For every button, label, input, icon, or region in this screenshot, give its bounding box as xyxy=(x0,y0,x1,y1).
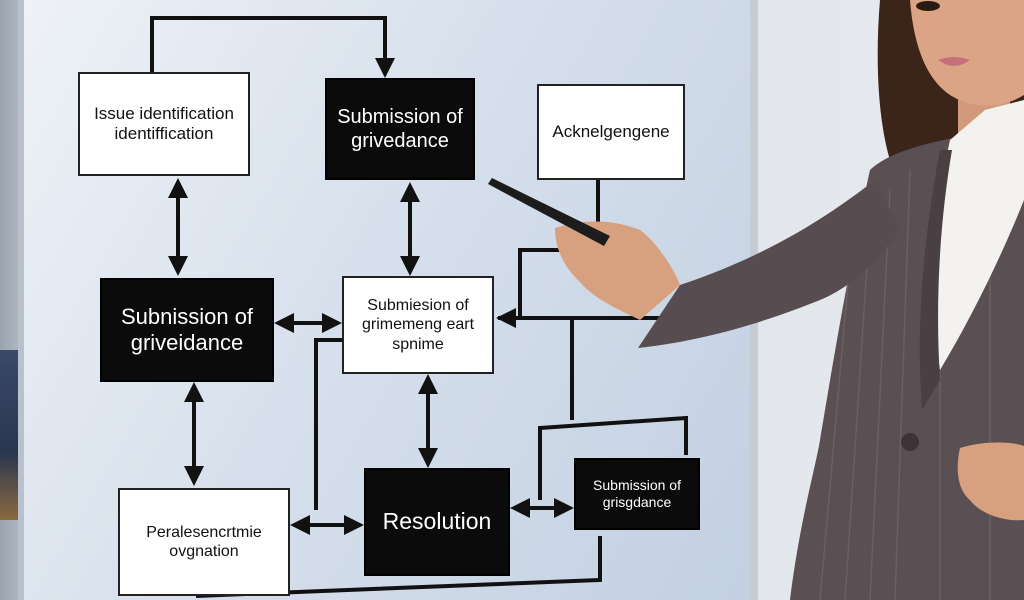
presenter xyxy=(488,0,1024,600)
node-submid-line2: grimemeng eart xyxy=(361,316,475,334)
presenter-button xyxy=(901,433,919,451)
node-perf-line1: Peralesencrtmie xyxy=(146,523,262,541)
node-performance: Peralesencrtmie ovgnation xyxy=(118,488,290,596)
node-subright-line1: Submission of xyxy=(593,477,681,494)
node-res-line1: Resolution xyxy=(382,508,492,535)
node-submission-right: Submission of grisgdance xyxy=(574,458,700,530)
node-subtop-line1: Submission of xyxy=(337,106,463,128)
node-acknowledgement: Acknelgengene xyxy=(537,84,685,180)
pen-pointer-icon xyxy=(488,178,610,246)
node-subtop-line2: grivedance xyxy=(351,130,449,152)
node-perf-line2: ovgnation xyxy=(169,543,239,560)
node-submid-line3: spnime xyxy=(392,335,444,353)
presenter-face xyxy=(910,0,1024,106)
presenter-arm xyxy=(638,180,900,348)
presenter-hip-hand xyxy=(957,442,1024,521)
connector-top-loop xyxy=(150,16,395,78)
connector-left-loop xyxy=(314,338,344,510)
connector-bottom-return xyxy=(195,536,602,598)
presenter-shirt xyxy=(934,100,1024,370)
node-subleft-line1: Subnission of xyxy=(120,303,254,329)
node-ack-line1: Acknelgengene xyxy=(552,121,670,141)
node-submission-middle: Submiesion of grimemeng eart spnime xyxy=(342,276,494,374)
presenter-eye xyxy=(916,1,940,11)
node-subright-line2: grisgdance xyxy=(602,494,672,510)
node-submid-line1: Submiesion of xyxy=(367,297,469,315)
presenter-lips xyxy=(938,57,970,66)
connector-right-frame xyxy=(538,415,688,500)
node-issue-line2: identiffication xyxy=(114,124,214,143)
bookshelf xyxy=(0,350,22,520)
node-subleft-line2: griveidance xyxy=(130,330,244,355)
node-issue-line1: Issue identification xyxy=(94,103,234,123)
node-resolution: Resolution xyxy=(364,468,510,576)
presenter-lapel xyxy=(919,150,952,410)
presenter-hand xyxy=(555,221,680,320)
node-submission-left: Subnission of griveidance xyxy=(100,278,274,382)
node-issue-identification: Issue identification identiffication xyxy=(78,72,250,176)
node-submission-top: Submission of grivedance xyxy=(325,78,475,180)
